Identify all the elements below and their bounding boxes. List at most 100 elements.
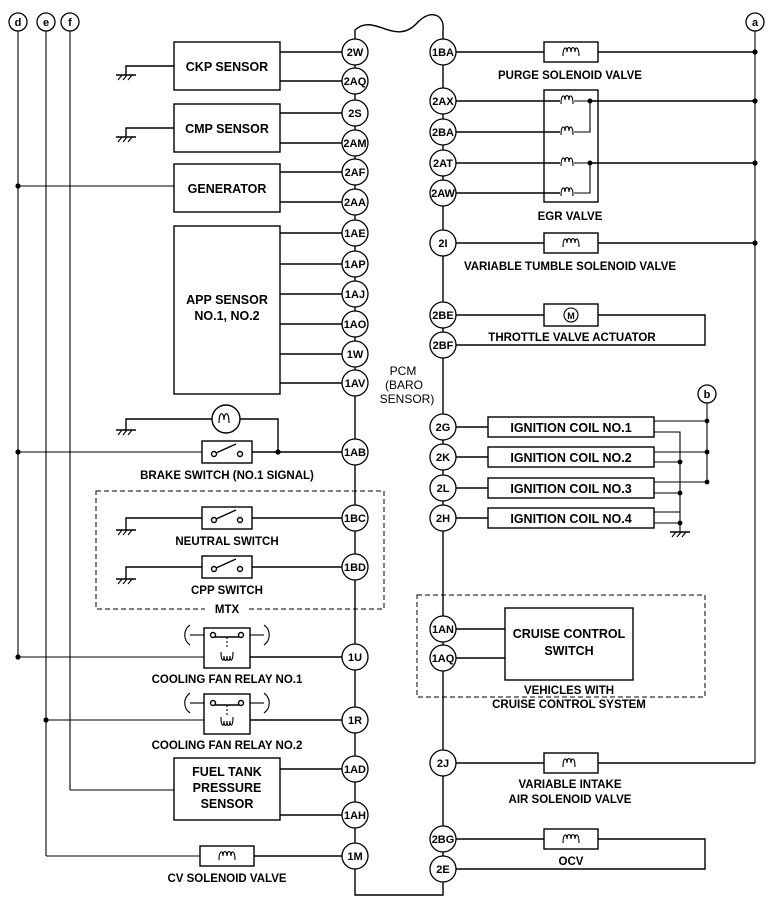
pin-2aq: 2AQ [341,67,369,95]
pin-label: 1AB [344,447,366,459]
pin-label: 2AW [431,188,455,200]
pin-1bc: 1BC [341,504,369,532]
pin-1u: 1U [341,643,369,671]
pin-2be: 2BE [429,301,457,329]
pin-label: 1AV [345,378,366,390]
pin-2aw: 2AW [429,179,457,207]
pin-2e: 2E [429,855,457,883]
pin-label: 2W [347,47,364,59]
cv-solenoid-valve: CV SOLENOID VALVE [167,845,355,885]
cooling-fan-relay-1-label: COOLING FAN RELAY NO.1 [152,674,303,686]
pin-label: 1W [347,349,364,361]
pin-label: 2AX [432,96,454,108]
bus-f-label: f [68,17,72,29]
cv-solenoid-valve-label: CV SOLENOID VALVE [167,873,286,885]
pcm-right-pins: 1BA 2AX 2BA 2AT 2AW 2I 2BE 2BF 2G 2K 2L 2H 1AN 1AQ 2J 2… [429,38,457,883]
pin-label: 1AQ [432,653,455,665]
ocv: OCV [443,828,706,870]
pin-1bd: 1BD [341,553,369,581]
ckp-sensor-label: CKP SENSOR [186,60,268,74]
pcm-label: PCM [390,364,417,378]
bus-a-label: a [752,17,759,29]
bus-d-label: d [15,17,22,29]
pin-2aa: 2AA [341,188,369,216]
mtx-label: MTX [215,604,240,616]
bus-f: f [60,12,174,791]
brake-switch-circuit: BRAKE SWITCH (NO.1 SIGNAL) [18,404,355,482]
variable-intake-air-solenoid-valve: VARIABLE INTAKE AIR SOLENOID VALVE [443,752,755,806]
pin-label: 2H [436,513,450,525]
solenoid-coil-icon [560,94,574,105]
brake-switch-label: BRAKE SWITCH (NO.1 SIGNAL) [140,470,314,482]
pin-2s: 2S [341,99,369,127]
ground-icon [116,429,136,436]
pin-1m: 1M [341,842,369,870]
egr-valve-label: EGR VALVE [538,211,603,223]
pin-1av: 1AV [341,369,369,397]
pin-2bg: 2BG [429,825,457,853]
pin-1ad: 1AD [341,755,369,783]
solenoid-coil-icon [218,850,236,861]
throttle-valve-actuator-label: THROTTLE VALVE ACTUATOR [488,332,656,344]
pin-1aj: 1AJ [341,280,369,308]
app-sensor: APP SENSOR NO.1, NO.2 [173,225,355,395]
pin-label: 2K [436,452,450,464]
cooling-fan-relay-1: COOLING FAN RELAY NO.1 [18,624,355,686]
pin-1ba: 1BA [429,38,457,66]
pin-1ap: 1AP [341,250,369,278]
pin-label: 2E [436,864,449,876]
cooling-fan-relay-2: COOLING FAN RELAY NO.2 [46,692,355,752]
pin-label: 2AM [343,138,366,150]
pin-1ah: 1AH [341,801,369,829]
pin-2ba: 2BA [429,118,457,146]
pin-1r: 1R [341,706,369,734]
pin-label: 1M [347,851,362,863]
pin-1ab: 1AB [341,438,369,466]
pin-label: 1AP [344,259,365,271]
pin-label: 2I [438,238,447,250]
pin-2w: 2W [341,38,369,66]
pin-2j: 2J [429,749,457,777]
ignition-coil-1-label: IGNITION COIL NO.1 [510,421,631,435]
pcm-label: SENSOR) [380,392,435,406]
variable-tumble-solenoid-valve-label: VARIABLE TUMBLE SOLENOID VALVE [464,261,676,273]
pin-1an: 1AN [429,615,457,643]
pin-2at: 2AT [429,149,457,177]
ignition-coil-3-label: IGNITION COIL NO.3 [510,482,631,496]
pin-2bf: 2BF [429,331,457,359]
pin-label: 1AJ [345,289,365,301]
pin-label: 1AO [344,319,367,331]
pin-label: 2G [436,422,451,434]
pin-label: 2BE [432,310,453,322]
motor-icon [563,307,579,323]
pin-label: 2AQ [344,76,367,88]
cpp-switch-icon [201,555,253,579]
pcm-module: PCM (BARO SENSOR) [354,13,444,896]
ignition-coils: b IGNITION COIL NO.1 IGNITION COIL NO.2 … [443,384,717,538]
solenoid-coil-icon [562,833,580,844]
app-sensor-label: APP SENSOR [186,293,268,307]
ground-icon [670,531,690,538]
pin-1ae: 1AE [341,219,369,247]
pin-label: 2AA [344,197,366,209]
pcm-left-pins: 2W2AQ2S2AM2AF2AA1AE1AP1AJ1AO1W1AV1AB1BC1… [341,38,369,870]
ground-icon [116,578,136,585]
cruise-control-switch-label: SWITCH [544,644,593,658]
variable-tumble-solenoid-valve: VARIABLE TUMBLE SOLENOID VALVE [443,232,755,273]
pin-label: 2J [437,758,449,770]
generator-label: GENERATOR [188,182,267,196]
ignition-coil-4-label: IGNITION COIL NO.4 [510,512,631,526]
cruise-control-switch-label: CRUISE CONTROL [513,627,626,641]
throttle-valve-actuator: M THROTTLE VALVE ACTUATOR [443,303,706,346]
purge-solenoid-valve: PURGE SOLENOID VALVE [443,41,755,82]
purge-solenoid-valve-label: PURGE SOLENOID VALVE [498,70,642,82]
brake-switch-icon [201,440,253,464]
pin-label: 2BG [432,834,455,846]
ground-icon [116,136,136,143]
cmp-sensor-label: CMP SENSOR [185,122,269,136]
pin-2l: 2L [429,474,457,502]
fuel-tank-pressure-sensor-label: SENSOR [201,797,254,811]
ground-icon [116,74,136,81]
ignition-coil-2-label: IGNITION COIL NO.2 [510,451,631,465]
